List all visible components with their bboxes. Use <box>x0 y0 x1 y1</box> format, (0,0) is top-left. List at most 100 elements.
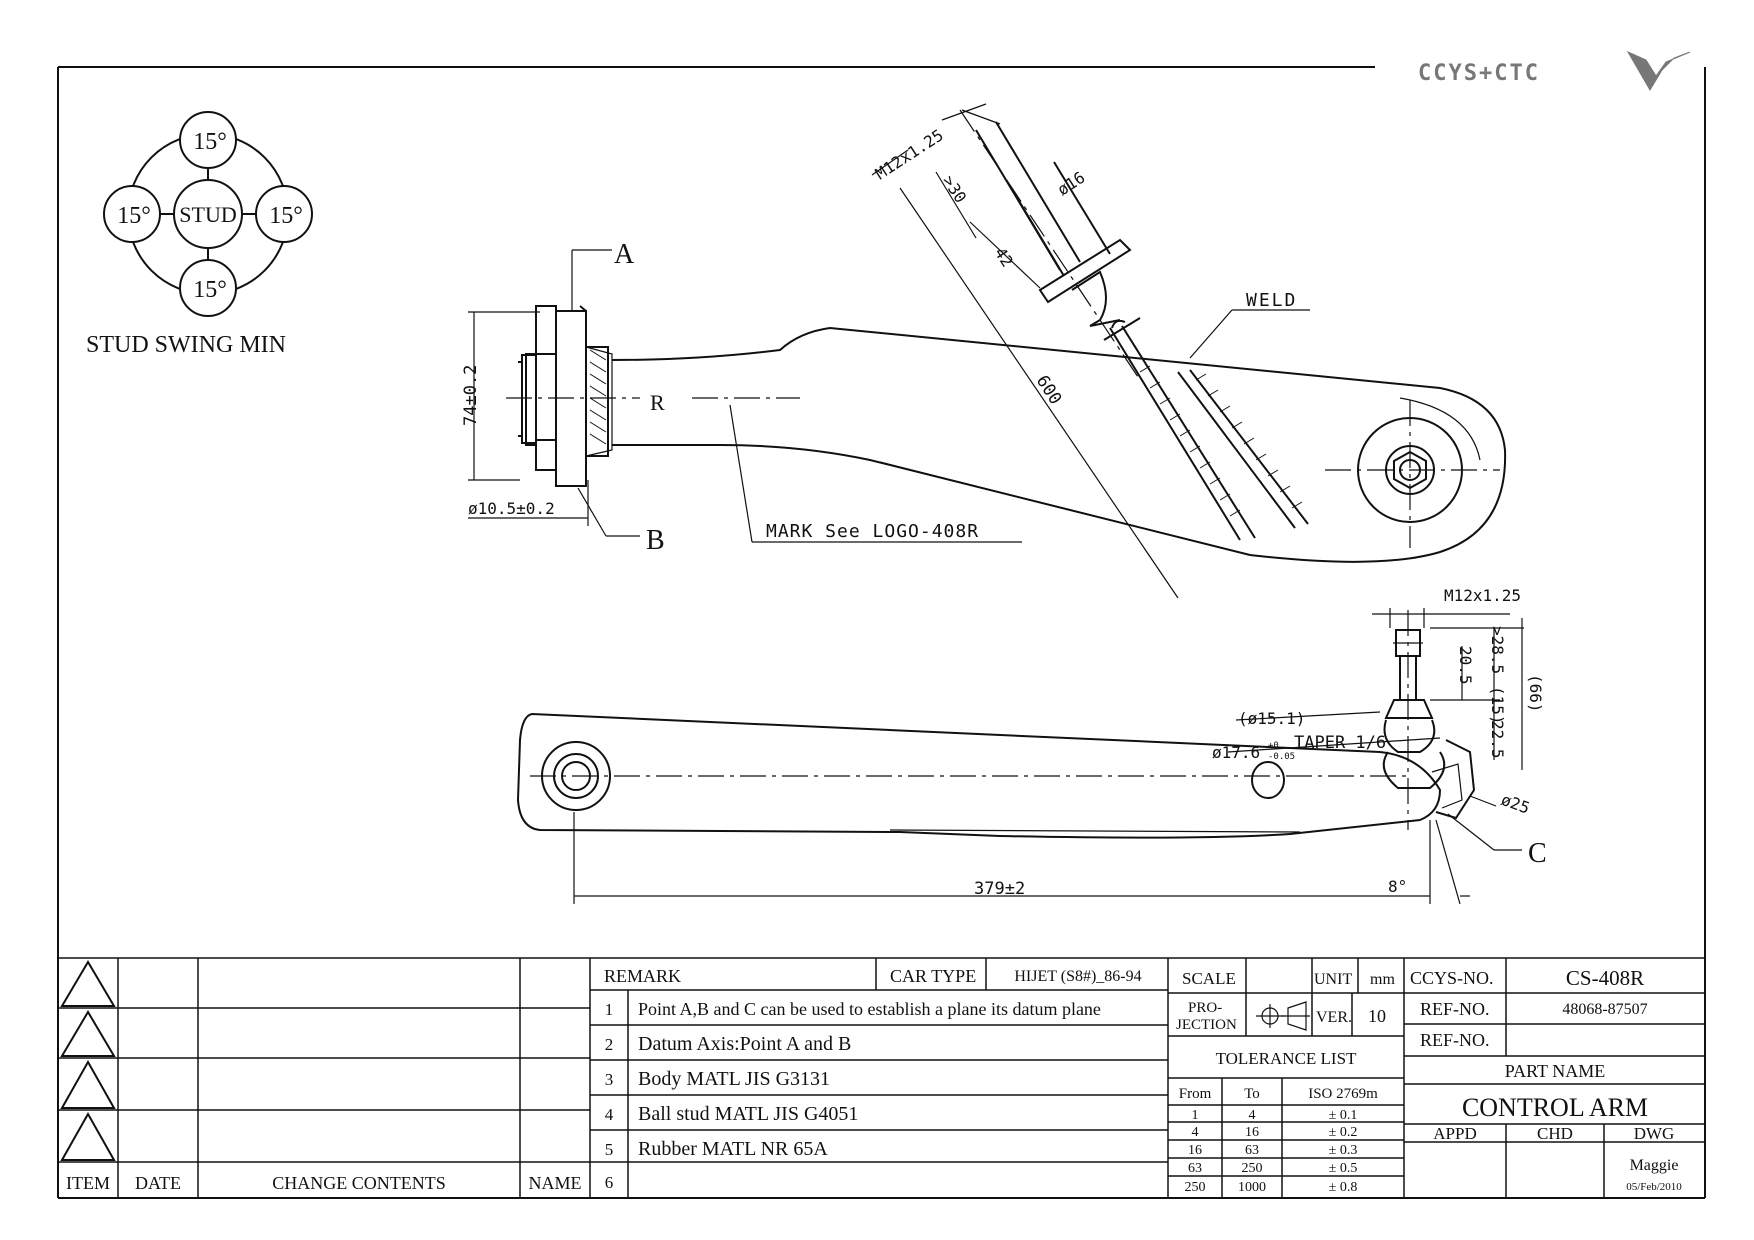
tol-val-5: ± 0.8 <box>1329 1180 1358 1195</box>
stud-top-angle: 15° <box>193 129 227 155</box>
weld-hatch <box>1139 365 1303 517</box>
logo-mark-icon <box>1626 50 1691 91</box>
stud-right-angle: 15° <box>269 203 303 229</box>
revision-triangle-icon <box>60 960 116 1007</box>
tolerance-header-from: From <box>1179 1086 1212 1102</box>
side-length-379: 379±2 <box>974 879 1025 899</box>
projection-label-1: PRO- <box>1188 1000 1222 1016</box>
ref-no-label: REF-NO. <box>1420 999 1490 1019</box>
tolerance-title: TOLERANCE LIST <box>1216 1049 1357 1068</box>
side-dim-15: (15) <box>1488 686 1507 725</box>
tolerance-header-iso: ISO 2769m <box>1308 1086 1378 1102</box>
revision-triangles <box>60 960 116 1161</box>
side-dim-20-5: 20.5 <box>1456 646 1475 685</box>
ccys-no-label: CCYS-NO. <box>1410 968 1494 988</box>
logo-text: CCYS+CTC <box>1418 61 1540 86</box>
tol-to-5: 1000 <box>1238 1180 1266 1195</box>
appd-label: APPD <box>1433 1124 1476 1143</box>
side-view-dimensions <box>573 608 1524 905</box>
sheet-frame <box>57 66 1706 1199</box>
stud-length-42: 42 <box>991 244 1017 271</box>
side-dia-25: ø25 <box>1499 790 1533 818</box>
projection-symbol-icon <box>1256 1001 1310 1031</box>
taper-tol-upper: +0 <box>1268 741 1279 751</box>
car-type-label: CAR TYPE <box>890 966 976 986</box>
top-view-dimensions <box>468 103 1310 599</box>
remark-text-4: Ball stud MATL JIS G4051 <box>638 1103 858 1125</box>
header-change-contents: CHANGE CONTENTS <box>272 1173 446 1193</box>
side-dim-66: (66) <box>1526 674 1545 713</box>
dwg-label: DWG <box>1634 1124 1675 1143</box>
tol-val-2: ± 0.2 <box>1329 1125 1358 1140</box>
part-name-label: PART NAME <box>1505 1061 1605 1081</box>
side-taper-dia: ø17.6 <box>1212 743 1260 762</box>
remark-text-1: Point A,B and C can be used to establish… <box>638 999 1101 1019</box>
car-type-value: HIJET (S8#)_86-94 <box>1014 968 1141 985</box>
tol-to-3: 63 <box>1245 1143 1259 1158</box>
ver-value: 10 <box>1368 1006 1386 1026</box>
bushing-hatch <box>589 349 607 445</box>
height-dimension: 74±0.2 <box>461 365 481 426</box>
ref-no2-label: REF-NO. <box>1420 1030 1490 1050</box>
ball-stud-side-view <box>1382 610 1476 830</box>
dwg-name: Maggie <box>1630 1157 1679 1174</box>
tol-from-2: 4 <box>1192 1125 1199 1140</box>
tol-to-2: 16 <box>1245 1125 1259 1140</box>
tolerance-header-to: To <box>1244 1086 1260 1102</box>
arm-top-view <box>611 326 1507 563</box>
remark-no-1: 1 <box>605 1000 614 1019</box>
side-thread-label: M12x1.25 <box>1444 586 1521 605</box>
remark-text-3: Body MATL JIS G3131 <box>638 1068 830 1090</box>
datum-c-label: C <box>1528 838 1547 869</box>
remark-no-3: 3 <box>605 1070 614 1089</box>
remark-label: REMARK <box>604 966 681 986</box>
mark-note: MARK See LOGO-408R <box>766 521 979 542</box>
ccys-no-value: CS-408R <box>1566 966 1644 990</box>
arm-length-600: 600 <box>1032 372 1066 409</box>
ball-stud-top-view <box>959 109 1141 381</box>
stud-center-label: STUD <box>179 202 236 227</box>
stud-swing-caption: STUD SWING MIN <box>86 332 286 358</box>
side-dim-22-5: 22.5 <box>1488 720 1507 759</box>
header-item: ITEM <box>66 1173 110 1193</box>
taper-tol-lower: -0.05 <box>1268 752 1295 762</box>
side-dia-15-1: (ø15.1) <box>1238 709 1305 728</box>
stud-bottom-angle: 15° <box>193 277 227 303</box>
remark-text-5: Rubber MATL NR 65A <box>638 1138 828 1160</box>
tol-from-1: 1 <box>1192 1108 1199 1123</box>
header-date: DATE <box>135 1173 181 1193</box>
unit-label: UNIT <box>1314 971 1352 988</box>
stud-dia-16: ø16 <box>1054 168 1089 200</box>
part-name-value: CONTROL ARM <box>1462 1093 1648 1122</box>
projection-label-2: JECTION <box>1176 1017 1237 1033</box>
tol-from-3: 16 <box>1188 1143 1202 1158</box>
unit-value: mm <box>1370 971 1395 988</box>
revision-triangle-icon <box>60 1111 116 1161</box>
bushing-top-view <box>506 305 800 487</box>
scale-label: SCALE <box>1182 969 1236 988</box>
tol-val-4: ± 0.5 <box>1329 1161 1358 1176</box>
tol-to-4: 250 <box>1242 1161 1263 1176</box>
stud-left-angle: 15° <box>117 203 151 229</box>
weld-tube <box>1103 317 1309 541</box>
remark-no-2: 2 <box>605 1035 614 1054</box>
taper-text: TAPER 1/6 <box>1294 733 1386 753</box>
tol-val-3: ± 0.3 <box>1329 1143 1358 1158</box>
remark-no-4: 4 <box>605 1105 614 1124</box>
ref-no-value: 48068-87507 <box>1562 1001 1647 1018</box>
remark-no-5: 5 <box>605 1140 614 1159</box>
revision-triangle-icon <box>60 1059 116 1109</box>
dwg-date: 05/Feb/2010 <box>1626 1181 1682 1193</box>
remark-text-2: Datum Axis:Point A and B <box>638 1033 851 1055</box>
arm-side-view <box>516 712 1442 839</box>
side-dim-28-5: >28.5 <box>1488 626 1507 674</box>
brand-logo: CCYS+CTC <box>1418 50 1691 91</box>
weld-label: WELD <box>1246 290 1297 311</box>
title-block-grid <box>58 957 1705 1198</box>
datum-b-label: B <box>646 525 665 556</box>
stud-thread-top: M12x1.25 <box>872 125 947 183</box>
chd-label: CHD <box>1537 1124 1573 1143</box>
tol-from-4: 63 <box>1188 1161 1202 1176</box>
side-angle-8: 8° <box>1388 877 1407 896</box>
